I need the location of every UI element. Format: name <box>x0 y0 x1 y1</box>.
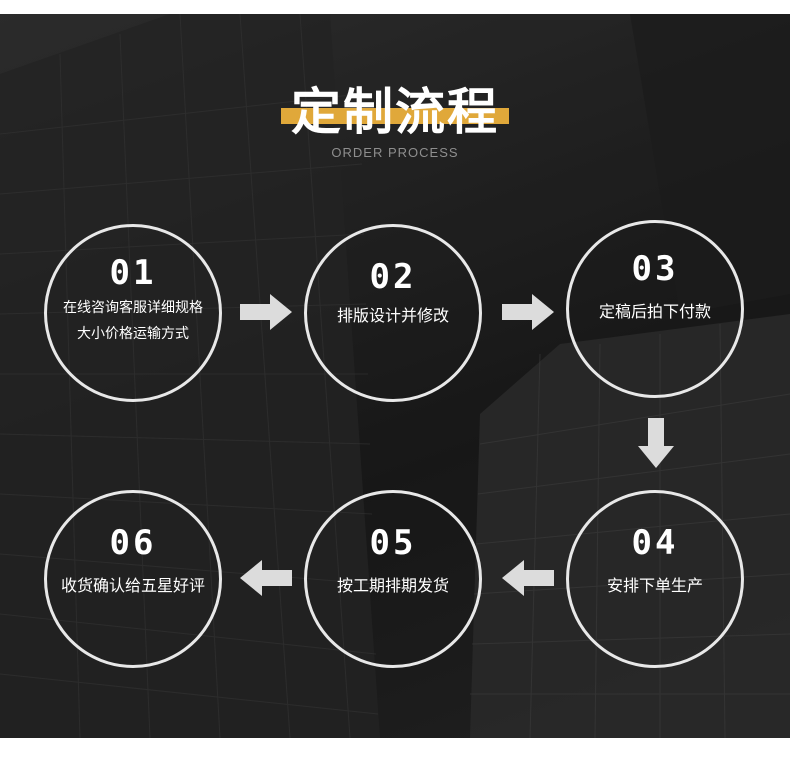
step-06-circle: 06 收货确认给五星好评 <box>44 490 222 668</box>
arrow-right-icon <box>502 294 554 330</box>
step-02-circle: 02 排版设计并修改 <box>304 224 482 402</box>
step-text: 定稿后拍下付款 <box>598 302 711 321</box>
step-number: 04 <box>631 523 679 563</box>
step-03-circle: 03 定稿后拍下付款 <box>566 220 744 398</box>
step-number: 06 <box>109 523 157 563</box>
step-text: 安排下单生产 <box>606 576 703 595</box>
step-number: 01 <box>109 253 157 293</box>
step-number: 02 <box>369 257 417 297</box>
step-number: 03 <box>631 249 679 289</box>
step-text: 收货确认给五星好评 <box>60 576 205 595</box>
page-title: 定制流程 <box>291 82 499 141</box>
step-text: 在线咨询客服详细规格 <box>63 300 203 316</box>
step-05-circle: 05 按工期排期发货 <box>304 490 482 668</box>
arrow-left-icon <box>240 560 292 596</box>
arrow-left-icon <box>502 560 554 596</box>
step-text: 大小价格运输方式 <box>77 326 189 342</box>
step-text: 排版设计并修改 <box>336 306 449 325</box>
step-04-circle: 04 安排下单生产 <box>566 490 744 668</box>
arrow-down-icon <box>638 418 674 468</box>
step-01-circle: 01 在线咨询客服详细规格 大小价格运输方式 <box>44 224 222 402</box>
arrow-right-icon <box>240 294 292 330</box>
page-subtitle: ORDER PROCESS <box>331 145 459 160</box>
step-number: 05 <box>369 523 417 563</box>
title-underline <box>281 108 509 124</box>
step-text: 按工期排期发货 <box>336 576 449 595</box>
